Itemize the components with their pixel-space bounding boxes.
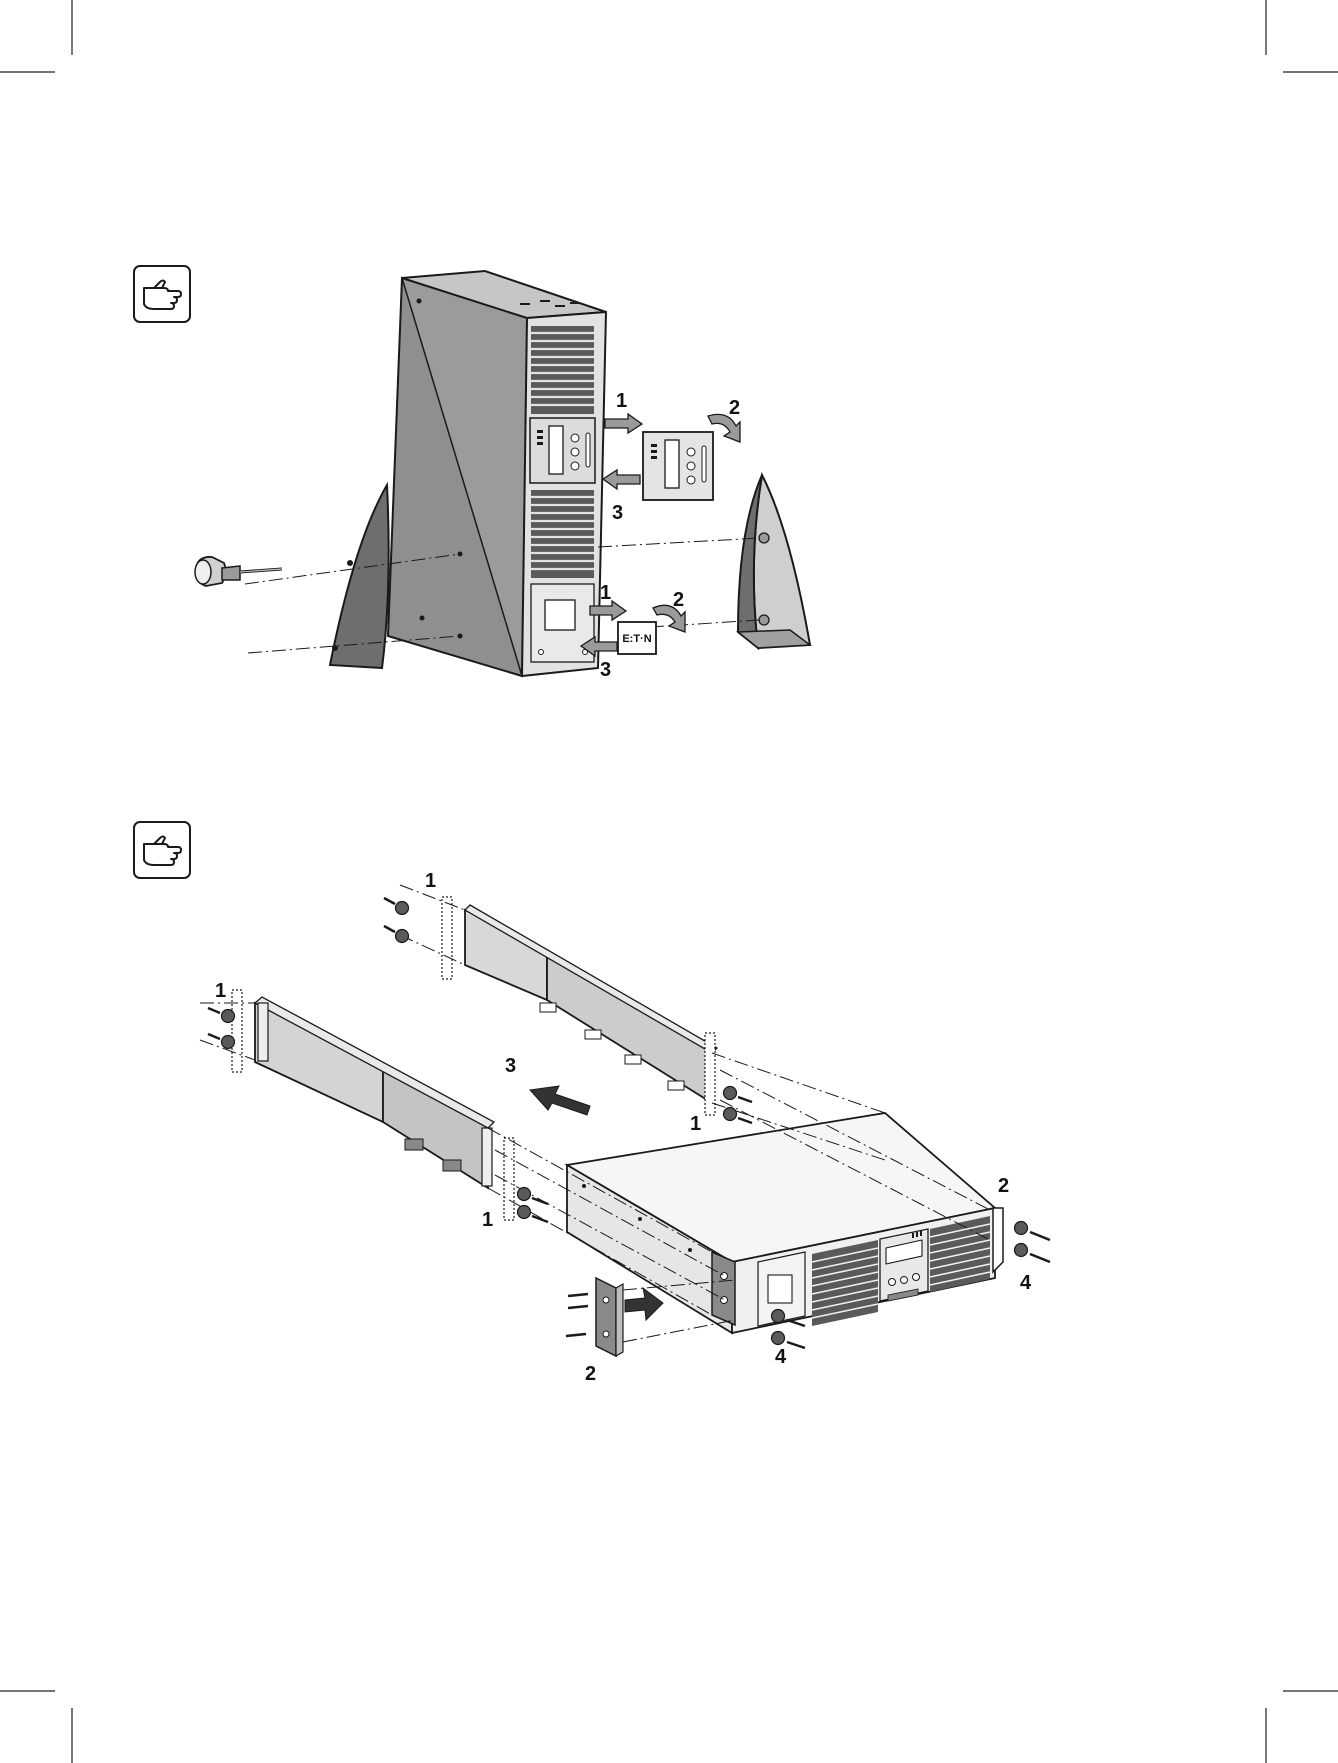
step-label-remove-display: 1 [616, 390, 627, 412]
eaton-logo-text: E:T·N [622, 633, 651, 645]
pointing-hand-icon [134, 822, 190, 878]
rail-rear-left [255, 997, 494, 1188]
arrow-bracket-attach [625, 1288, 663, 1320]
right-stand-foot [738, 475, 810, 648]
screw-set-front-left [518, 1188, 549, 1223]
screw-set-rear-top [384, 898, 409, 943]
screw-set-rear-left [208, 1008, 235, 1049]
rack-display-panel [880, 1229, 928, 1301]
tower-figure: E:T·N 1 2 3 1 2 3 [195, 271, 810, 681]
step-label-rail-front-top: 1 [690, 1113, 701, 1135]
rack-figure: 1 1 3 1 1 2 2 4 4 [200, 870, 1050, 1385]
arrow-remove-display [605, 414, 642, 433]
step-label-rotate-logo: 2 [673, 589, 684, 611]
logo-slot [531, 584, 594, 662]
step-label-slide-in: 3 [505, 1055, 516, 1077]
screw-set-front-right [1015, 1222, 1051, 1263]
step-label-front-screws-bottom: 4 [775, 1346, 787, 1368]
loose-bracket [596, 1278, 623, 1356]
arrow-slide-in [530, 1086, 590, 1115]
step-label-remove-logo: 1 [600, 582, 611, 604]
step-label-rail-front-left: 1 [482, 1209, 493, 1231]
screw-set-front-top [724, 1087, 753, 1124]
ups-tower [388, 271, 606, 676]
front-bracket-right [993, 1208, 1003, 1272]
rack-post-front-top [705, 1033, 715, 1115]
front-vent-lower [531, 490, 594, 578]
step-label-front-screws-right: 4 [1020, 1272, 1032, 1294]
step-label-bracket-right: 2 [998, 1175, 1009, 1197]
front-vent-upper [531, 326, 594, 414]
rail-rear-top [465, 905, 717, 1103]
step-label-bracket-left: 2 [585, 1363, 596, 1385]
display-slot [530, 418, 595, 483]
pointing-hand-icon [134, 266, 190, 322]
arrow-reinsert-display [603, 470, 640, 489]
step-label-reinsert-display: 3 [612, 502, 623, 524]
front-bracket-left [712, 1252, 735, 1325]
step-label-reinsert-logo: 3 [600, 659, 611, 681]
step-label-rail-rear-top: 1 [425, 870, 436, 892]
eaton-logo-plate: E:T·N [618, 622, 656, 654]
rack-post-front-left [504, 1138, 514, 1220]
step-label-rail-rear-left: 1 [215, 980, 226, 1002]
screw-set-bracket-left [566, 1294, 588, 1336]
display-module [643, 432, 713, 500]
step-label-rotate-display: 2 [729, 397, 740, 419]
left-stand-foot [330, 485, 389, 668]
screwdriver-icon [195, 557, 282, 586]
rack-post-rear-left [232, 990, 242, 1072]
rack-post-rear-top [442, 897, 452, 979]
